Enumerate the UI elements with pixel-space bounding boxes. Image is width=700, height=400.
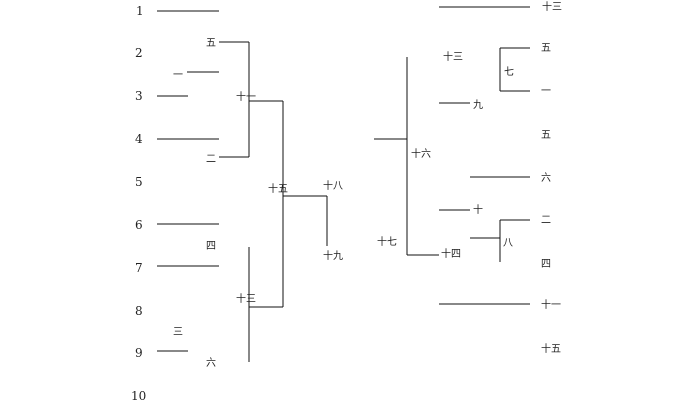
right-label-ichi: 一 — [541, 86, 551, 97]
row-number-6: 6 — [135, 218, 143, 232]
row-number-10: 10 — [131, 389, 146, 400]
left-label-go: 五 — [206, 38, 216, 49]
row-number-3: 3 — [135, 89, 143, 103]
left-label-ni: 二 — [206, 154, 216, 165]
row-number-9: 9 — [135, 346, 143, 360]
left-label-junisan: 十三 — [236, 292, 256, 305]
right-label-juyon: 十四 — [441, 247, 461, 260]
right-label-junana: 十七 — [377, 235, 397, 248]
left-label-yon: 四 — [206, 241, 216, 252]
left-label-ichi: 一 — [173, 70, 183, 81]
left-label-jugo: 十五 — [268, 182, 288, 195]
right-label-go-b: 五 — [541, 43, 551, 54]
left-label-juichi: 十一 — [236, 90, 256, 103]
left-label-san: 三 — [173, 327, 183, 338]
row-number-5: 5 — [135, 175, 143, 189]
right-label-hachi: 八 — [503, 238, 513, 249]
row-number-4: 4 — [135, 132, 143, 146]
right-label-jusan-b: 十三 — [443, 50, 463, 63]
right-label-juichi: 十一 — [541, 298, 561, 311]
right-label-juroku: 十六 — [411, 147, 431, 160]
left-label-juhachi: 十八 — [323, 179, 343, 192]
right-label-yon: 四 — [541, 259, 551, 270]
right-label-ni: 二 — [541, 215, 551, 226]
left-label-jukyu: 十九 — [323, 249, 343, 262]
right-label-jugo: 十五 — [541, 342, 561, 355]
right-label-jusan-a: 十三 — [542, 0, 562, 13]
row-number-1: 1 — [136, 4, 144, 18]
right-label-kyu: 九 — [473, 99, 483, 111]
row-number-2: 2 — [135, 46, 143, 60]
right-label-juu: 十 — [473, 203, 483, 216]
right-bracket — [374, 6, 530, 305]
row-number-8: 8 — [135, 304, 143, 318]
right-label-go-c: 五 — [541, 130, 551, 141]
right-label-nana: 七 — [504, 66, 514, 78]
right-label-roku: 六 — [541, 172, 551, 184]
left-bracket — [157, 10, 328, 362]
row-number-7: 7 — [135, 261, 143, 275]
left-label-roku: 六 — [206, 357, 216, 369]
